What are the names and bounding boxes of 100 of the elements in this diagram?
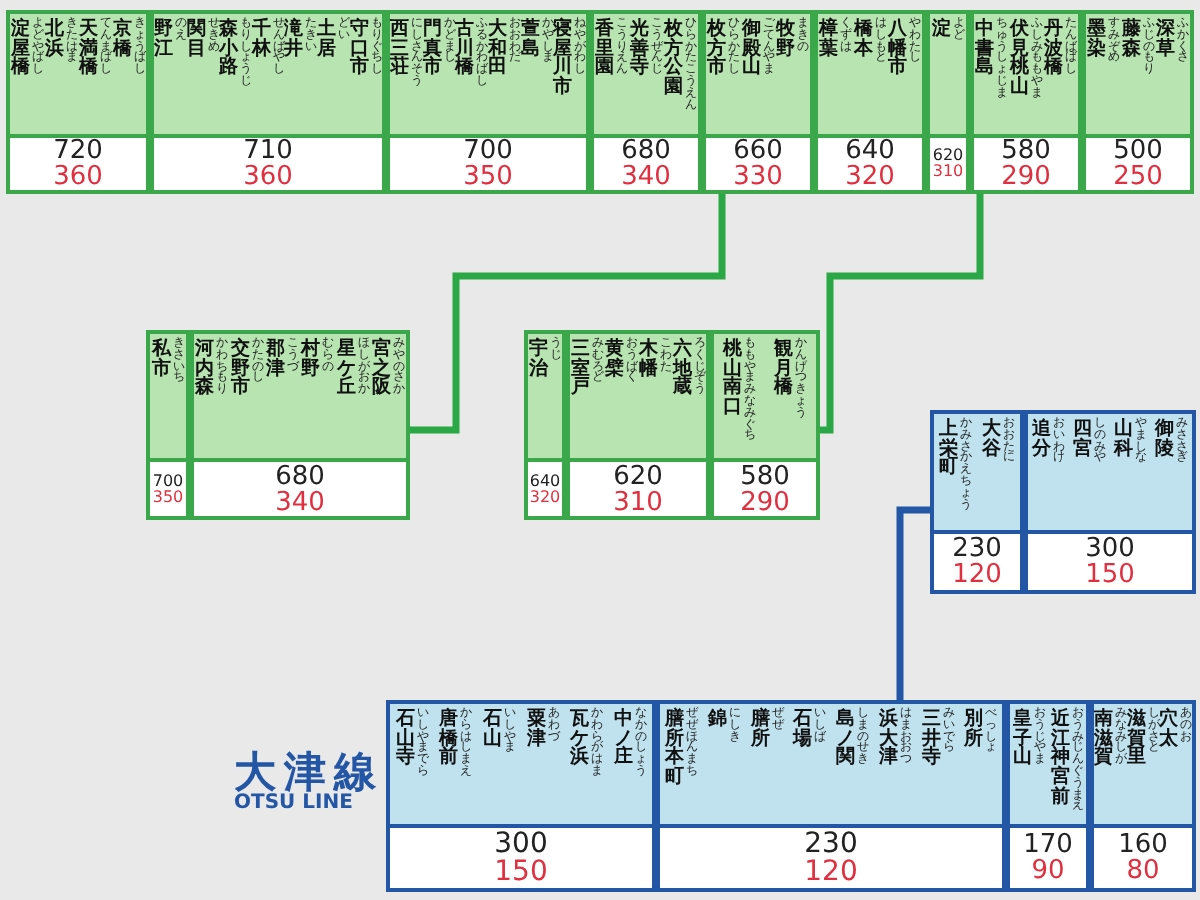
adult-fare: 700	[152, 473, 184, 489]
station-name: 観月橋	[774, 340, 794, 399]
station-name: 河内森	[195, 340, 215, 399]
child-fare: 350	[152, 489, 184, 505]
adult-fare: 500	[1113, 138, 1163, 164]
adult-fare: 160	[1118, 832, 1168, 858]
station-name: 枚方公園	[664, 20, 684, 98]
station-name: 墨染	[1087, 20, 1107, 59]
station-name: 唐橋前	[439, 710, 459, 769]
line-connector	[410, 194, 726, 434]
child-fare: 80	[1126, 858, 1160, 884]
station-name: 石山	[482, 710, 502, 749]
station-name: 膳所本町	[665, 710, 685, 788]
station-name: 浜大津	[878, 710, 898, 769]
adult-fare: 300	[1085, 536, 1135, 562]
fare-box	[190, 330, 410, 520]
station-name: 別所	[964, 710, 984, 749]
station-name: 淀	[931, 20, 951, 40]
child-fare: 250	[1113, 164, 1163, 190]
station-name: 光善寺	[629, 20, 649, 79]
station-name: 天満橋	[78, 20, 98, 79]
station-name: 大谷	[982, 420, 1002, 459]
station-name: 千林	[251, 20, 271, 59]
station-name: 四宮	[1073, 420, 1093, 459]
station-name: 桃山南口	[723, 340, 743, 418]
child-fare: 360	[243, 164, 293, 190]
child-fare: 310	[932, 164, 964, 180]
child-fare: 290	[740, 489, 790, 515]
station-name: 森小路	[219, 20, 239, 79]
station-name: 萱島	[520, 20, 540, 59]
station-name: 膳所	[750, 710, 770, 749]
station-name: 古川橋	[455, 20, 475, 79]
station-name: 橋本	[853, 20, 873, 59]
fare-box	[656, 700, 1006, 892]
station-name: 滝井	[284, 20, 304, 59]
station-name: 追分	[1032, 420, 1052, 459]
line-name-english: OTSU LINE	[234, 792, 353, 814]
station-name: 枚方市	[707, 20, 727, 79]
station-name: 木幡	[638, 340, 658, 379]
fare-box	[1082, 10, 1194, 194]
adult-fare: 580	[1001, 138, 1051, 164]
line-connector	[896, 506, 930, 700]
station-name: 藤森	[1121, 20, 1141, 59]
fare-box	[1024, 410, 1196, 594]
adult-fare: 640	[845, 138, 895, 164]
adult-fare: 230	[804, 830, 858, 858]
child-fare: 330	[733, 164, 783, 190]
adult-fare: 620	[613, 463, 663, 489]
adult-fare: 640	[529, 473, 561, 489]
station-name: 牧野	[776, 20, 796, 59]
fare-box	[1090, 700, 1196, 892]
child-fare: 150	[1085, 562, 1135, 588]
station-name: 滋賀里	[1126, 710, 1146, 769]
station-name: 宇治	[528, 340, 548, 379]
station-name: 村野	[301, 340, 321, 379]
station-name: 香里園	[595, 20, 615, 79]
station-name: 土居	[316, 20, 336, 59]
child-fare: 90	[1031, 858, 1065, 884]
station-name: 御殿山	[741, 20, 761, 79]
station-name: 粟津	[526, 710, 546, 749]
station-name: 丹波橋	[1044, 20, 1064, 79]
station-name: 南滋賀	[1094, 710, 1114, 769]
station-name: 石山寺	[395, 710, 415, 769]
fare-box	[386, 10, 590, 194]
station-name: 伏見桃山	[1009, 20, 1029, 98]
adult-fare: 620	[932, 148, 964, 164]
station-name: 上栄町	[939, 420, 959, 479]
child-fare: 120	[952, 562, 1002, 588]
child-fare: 340	[621, 164, 671, 190]
adult-fare: 680	[275, 463, 325, 489]
station-name: 宮之阪	[371, 340, 391, 399]
station-name: 三井寺	[921, 710, 941, 769]
station-name: 交野市	[230, 340, 250, 399]
fare-box	[930, 410, 1024, 594]
station-name: 六地蔵	[672, 340, 692, 399]
child-fare: 340	[275, 489, 325, 515]
adult-fare: 580	[740, 463, 790, 489]
fare-box	[710, 330, 820, 520]
fare-box	[1006, 700, 1090, 892]
station-name: 八幡市	[888, 20, 908, 79]
station-name: 御陵	[1155, 420, 1175, 459]
adult-fare: 660	[733, 138, 783, 164]
child-fare: 320	[529, 489, 561, 505]
station-name: 郡津	[265, 340, 285, 379]
station-name: 淀屋橋	[10, 20, 30, 79]
station-name: 皇子山	[1012, 710, 1032, 769]
fare-box	[970, 10, 1082, 194]
station-name: 黄檗	[604, 340, 624, 379]
station-name: 中ノ庄	[613, 710, 633, 769]
adult-fare: 720	[53, 138, 103, 164]
fare-box	[524, 330, 566, 520]
station-name: 穴太	[1159, 710, 1179, 749]
adult-fare: 300	[494, 830, 548, 858]
fare-box	[926, 10, 970, 194]
fare-box	[146, 330, 190, 520]
station-name: 錦	[707, 710, 727, 730]
fare-box	[814, 10, 926, 194]
station-name: 私市	[151, 340, 171, 379]
child-fare: 320	[845, 164, 895, 190]
child-fare: 310	[613, 489, 663, 515]
